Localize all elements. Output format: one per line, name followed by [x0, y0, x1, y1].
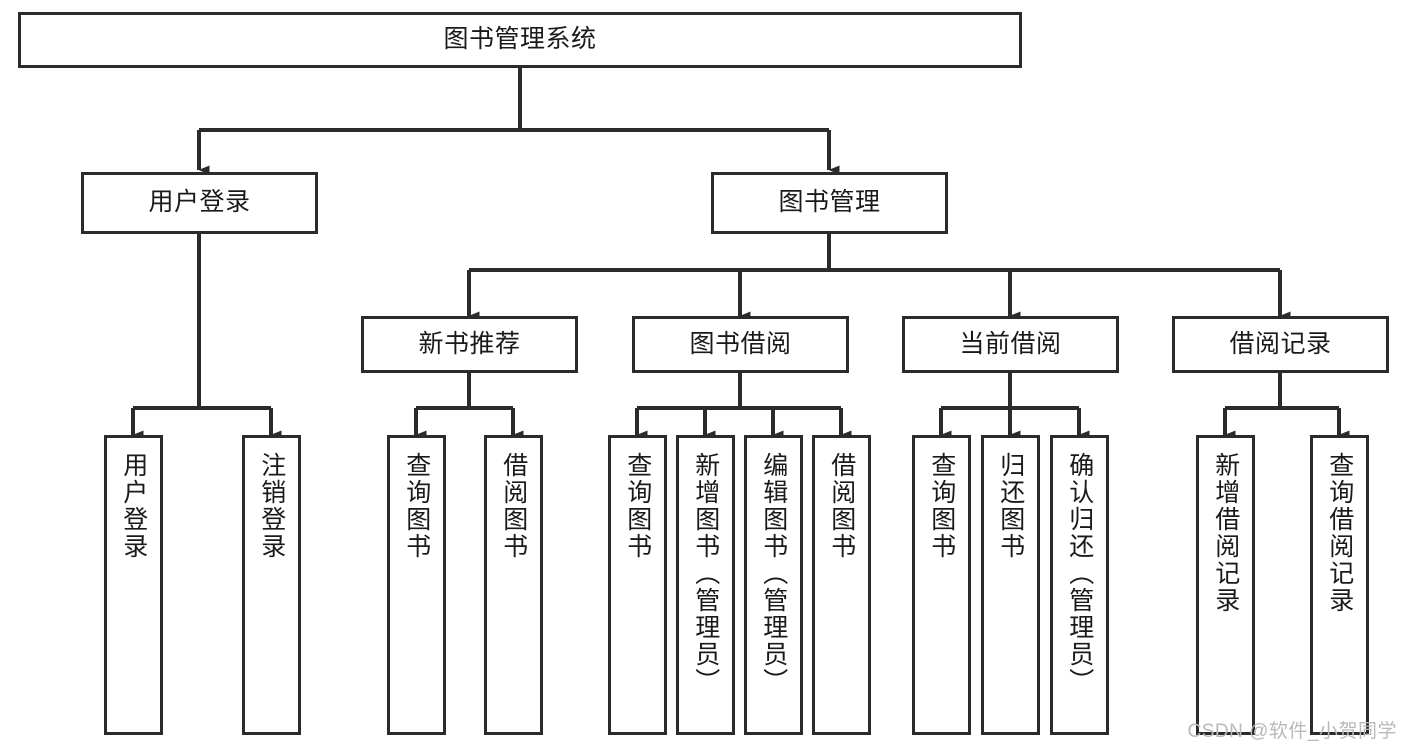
node-label: 图书管理系统 — [443, 25, 597, 54]
node-label: 查询图书 — [623, 452, 652, 560]
node-leaf-borrow-book-2[interactable]: 借阅图书 — [812, 435, 871, 735]
node-leaf-add-record[interactable]: 新增借阅记录 — [1196, 435, 1255, 735]
node-label: 用户登录 — [119, 452, 148, 560]
node-label: 图书管理 — [778, 188, 881, 217]
node-user-login[interactable]: 用户登录 — [81, 172, 318, 234]
node-label: 新书推荐 — [418, 329, 521, 358]
node-label: 查询借阅记录 — [1325, 452, 1354, 614]
watermark: CSDN @软件_小贺同学 — [1187, 721, 1397, 742]
node-leaf-query-record[interactable]: 查询借阅记录 — [1310, 435, 1369, 735]
node-label: 新增图书（管理员） — [691, 452, 720, 695]
node-label: 编辑图书（管理员） — [759, 452, 788, 695]
node-leaf-add-book[interactable]: 新增图书（管理员） — [676, 435, 735, 735]
node-book-management[interactable]: 图书管理 — [711, 172, 948, 234]
node-leaf-logout-login[interactable]: 注销登录 — [242, 435, 301, 735]
node-leaf-borrow-book-1[interactable]: 借阅图书 — [484, 435, 543, 735]
node-leaf-confirm-return[interactable]: 确认归还（管理员） — [1050, 435, 1109, 735]
node-label: 查询图书 — [927, 452, 956, 560]
node-leaf-user-login[interactable]: 用户登录 — [104, 435, 163, 735]
node-borrow-record[interactable]: 借阅记录 — [1172, 316, 1389, 373]
node-label: 归还图书 — [996, 452, 1025, 560]
node-book-borrow[interactable]: 图书借阅 — [632, 316, 849, 373]
node-label: 确认归还（管理员） — [1065, 452, 1094, 695]
node-leaf-query-book-2[interactable]: 查询图书 — [608, 435, 667, 735]
node-label: 借阅记录 — [1229, 329, 1332, 358]
node-label: 图书借阅 — [689, 329, 792, 358]
node-new-book-recommend[interactable]: 新书推荐 — [361, 316, 578, 373]
node-label: 新增借阅记录 — [1211, 452, 1240, 614]
node-label: 借阅图书 — [499, 452, 528, 560]
node-book-management-system[interactable]: 图书管理系统 — [18, 12, 1022, 68]
node-label: 注销登录 — [257, 452, 286, 560]
node-label: 用户登录 — [148, 188, 251, 217]
node-label: 借阅图书 — [827, 452, 856, 560]
node-label: 查询图书 — [402, 452, 431, 560]
node-label: 当前借阅 — [959, 329, 1062, 358]
node-current-borrow[interactable]: 当前借阅 — [902, 316, 1119, 373]
node-leaf-query-book-1[interactable]: 查询图书 — [387, 435, 446, 735]
node-leaf-return-book[interactable]: 归还图书 — [981, 435, 1040, 735]
node-leaf-edit-book[interactable]: 编辑图书（管理员） — [744, 435, 803, 735]
node-leaf-query-book-3[interactable]: 查询图书 — [912, 435, 971, 735]
